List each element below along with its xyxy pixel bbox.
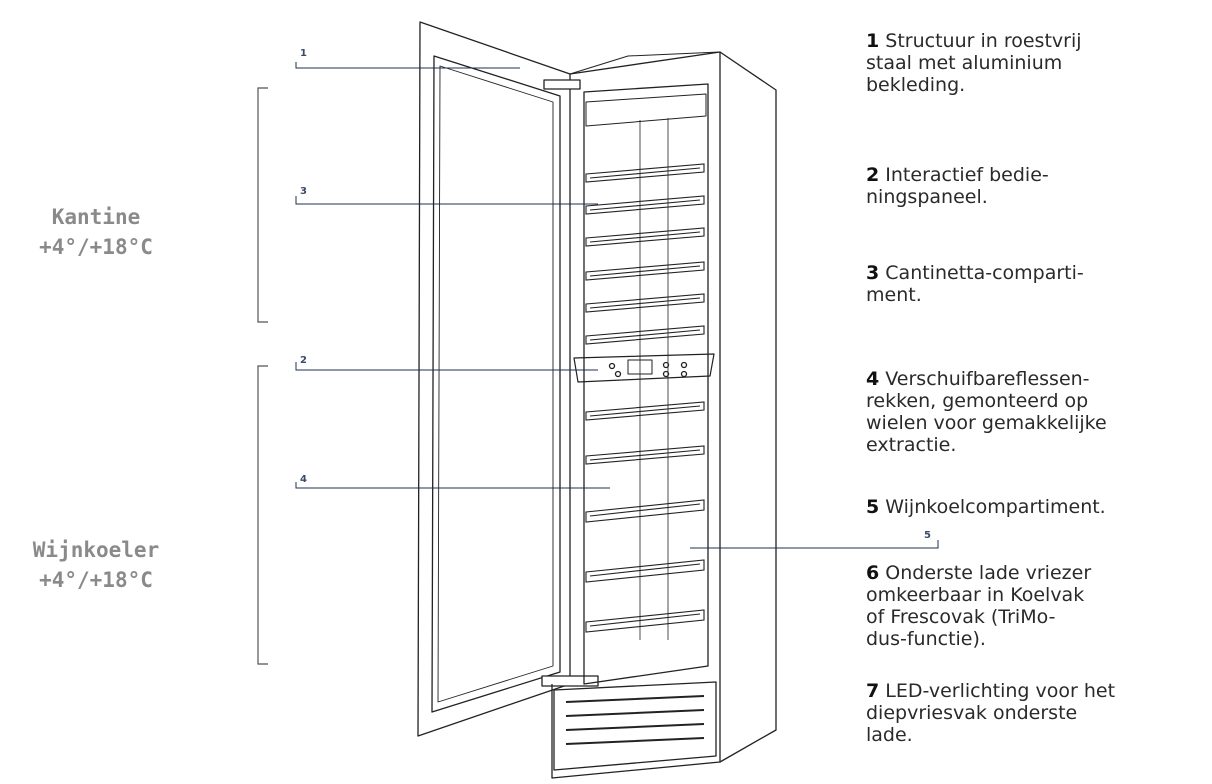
led-light-strip bbox=[585, 93, 707, 127]
zone-label-cantine: Kantine +4°/+18°C bbox=[0, 202, 192, 262]
legend-text: Onderste lade vriezer omkeerbaar in Koel… bbox=[866, 562, 1092, 650]
zone-bracket-bottom bbox=[257, 365, 268, 665]
zone-name: Wijnkoeler bbox=[32, 538, 160, 562]
legend-number: 3 bbox=[866, 262, 880, 284]
legend-item-4: 4 Verschuifbareflessen- rekken, gemontee… bbox=[866, 368, 1212, 456]
door-outline bbox=[417, 21, 571, 737]
legend-item-2: 2 Interactief bedie- ningspaneel. bbox=[866, 164, 1212, 208]
zone-temperature: +4°/+18°C bbox=[39, 568, 153, 592]
legend-text: Cantinetta-comparti- ment. bbox=[866, 262, 1084, 306]
legend-text: Wijnkoelcompartiment. bbox=[885, 496, 1106, 518]
legend-number: 6 bbox=[866, 562, 880, 584]
callout-3: 3 bbox=[300, 186, 307, 197]
legend-number: 2 bbox=[866, 164, 880, 186]
cabinet-front bbox=[551, 51, 721, 779]
inner-cavity bbox=[583, 83, 709, 685]
legend-item-5: 5 Wijnkoelcompartiment. bbox=[866, 496, 1212, 518]
control-panel bbox=[573, 353, 715, 383]
zone-name: Kantine bbox=[51, 205, 141, 229]
cabinet-top bbox=[569, 51, 721, 75]
legend-number: 4 bbox=[866, 368, 880, 390]
legend-number: 5 bbox=[866, 496, 880, 518]
leader-4 bbox=[295, 482, 610, 489]
callout-1: 1 bbox=[300, 48, 307, 59]
cabinet-side bbox=[719, 51, 777, 763]
leader-5 bbox=[690, 540, 939, 549]
legend-number: 7 bbox=[866, 680, 880, 702]
legend-number: 1 bbox=[866, 30, 880, 52]
legend-text: LED-verlichting voor het diepvriesvak on… bbox=[866, 680, 1116, 746]
leader-2 bbox=[295, 362, 598, 371]
legend-text: Verschuifbareflessen- rekken, gemonteerd… bbox=[866, 368, 1107, 456]
legend-item-3: 3 Cantinetta-comparti- ment. bbox=[866, 262, 1212, 306]
upper-hinge bbox=[543, 79, 581, 90]
callout-2: 2 bbox=[300, 355, 307, 366]
legend-text: Interactief bedie- ningspaneel. bbox=[866, 164, 1049, 208]
legend-item-1: 1 Structuur in roestvrij staal met alumi… bbox=[866, 30, 1212, 96]
zone-temperature: +4°/+18°C bbox=[39, 235, 153, 259]
door-gasket bbox=[431, 55, 561, 713]
zone-label-wijnkoeler: Wijnkoeler +4°/+18°C bbox=[0, 535, 192, 595]
wine-shelves bbox=[585, 163, 705, 633]
callout-5: 5 bbox=[924, 530, 931, 541]
bottom-drawer bbox=[553, 681, 717, 771]
callout-4: 4 bbox=[300, 474, 307, 485]
leader-3 bbox=[295, 196, 598, 205]
legend-text: Structuur in roestvrij staal met alumini… bbox=[866, 30, 1082, 96]
legend-item-7: 7 LED-verlichting voor het diepvriesvak … bbox=[866, 680, 1212, 746]
zone-bracket-top bbox=[257, 87, 268, 323]
legend-item-6: 6 Onderste lade vriezer omkeerbaar in Ko… bbox=[866, 562, 1212, 650]
lower-hinge bbox=[541, 675, 599, 687]
leader-1 bbox=[295, 62, 520, 69]
